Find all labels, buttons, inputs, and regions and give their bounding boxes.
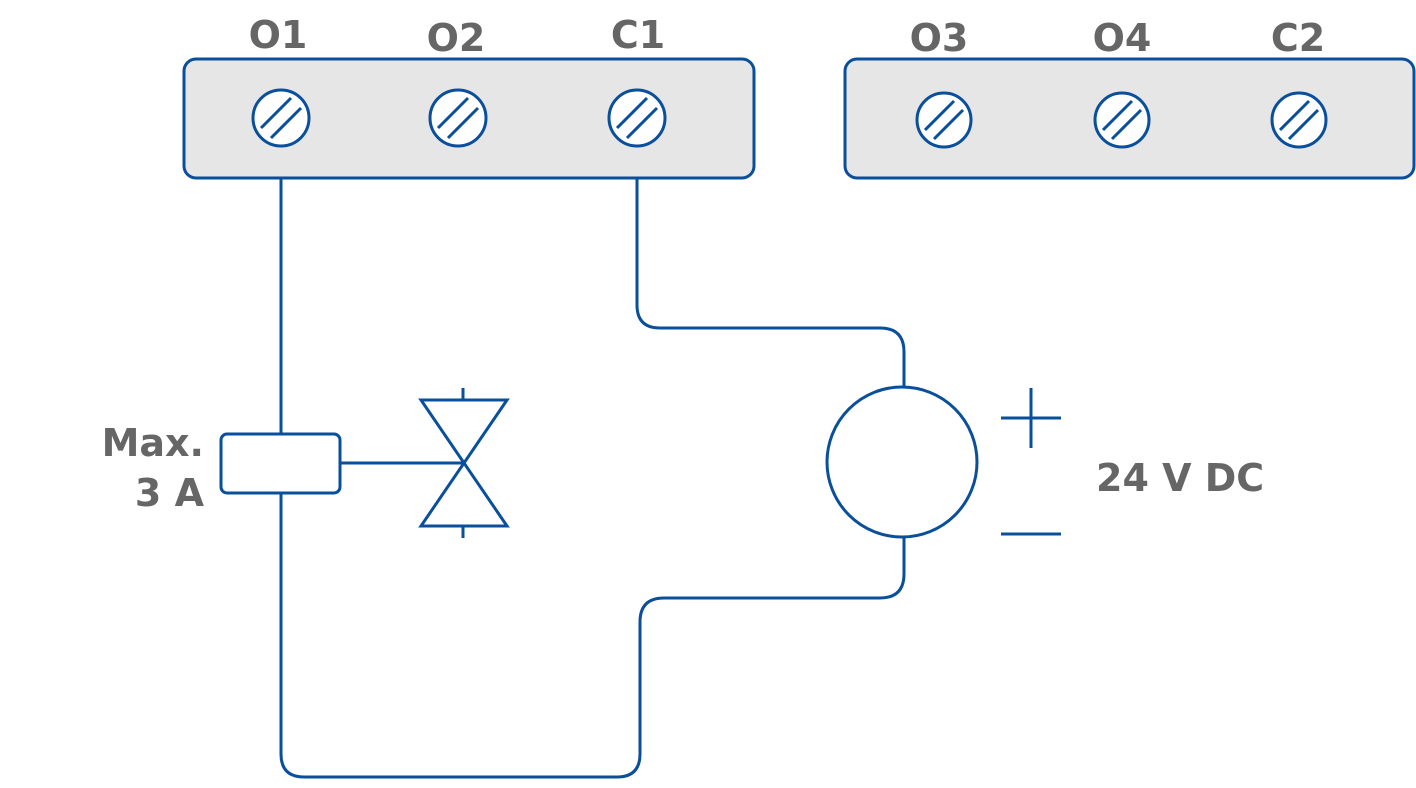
wire-fuse-to-supply-minus: [279, 493, 906, 779]
power-supply-label: 24 V DC: [1096, 456, 1265, 500]
screw-terminal-icon: [251, 88, 311, 148]
screw-terminal-icon: [607, 88, 667, 148]
terminal-label-o4: O4: [1092, 16, 1152, 60]
screw-terminal-icon: [1093, 91, 1151, 149]
dc-source-icon: [825, 385, 979, 539]
wire-c1-to-supply-plus: [635, 178, 906, 387]
fuse-label-line1: Max.: [101, 421, 204, 465]
solenoid-valve-icon: [418, 388, 510, 538]
terminal-label-o2: O2: [426, 16, 486, 60]
terminal-label-o1: O1: [248, 13, 308, 57]
screw-terminal-icon: [915, 91, 973, 149]
screw-terminal-icon: [428, 88, 488, 148]
terminal-label-c1: C1: [610, 13, 666, 57]
fuse-icon: [219, 432, 342, 495]
screw-terminal-icon: [1270, 91, 1328, 149]
fuse-label-line2: 3 A: [134, 471, 204, 515]
plus-terminal-icon: [1001, 388, 1061, 448]
terminal-label-o3: O3: [909, 16, 969, 60]
terminal-label-c2: C2: [1270, 16, 1326, 60]
